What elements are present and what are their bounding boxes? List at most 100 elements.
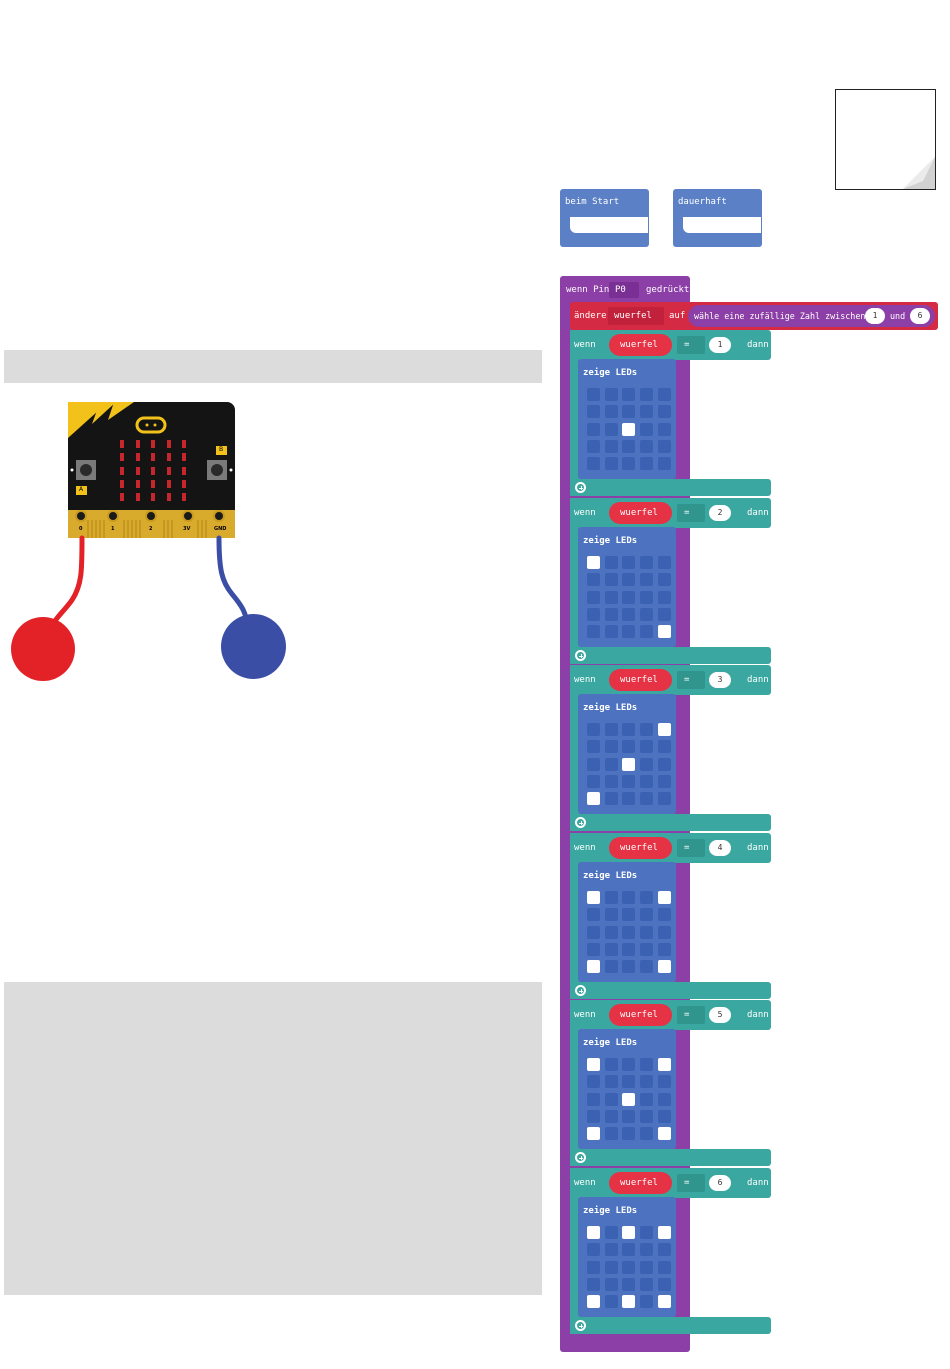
- led-off[interactable]: [640, 1243, 654, 1257]
- led-off[interactable]: [657, 607, 671, 621]
- led-off[interactable]: [587, 1243, 600, 1257]
- led-off[interactable]: [640, 573, 654, 587]
- compare-value-input[interactable]: 2: [709, 505, 731, 521]
- led-off[interactable]: [622, 908, 636, 922]
- led-on[interactable]: [622, 757, 636, 771]
- led-off[interactable]: [587, 405, 600, 419]
- led-off[interactable]: [604, 942, 618, 956]
- led-on[interactable]: [657, 1295, 671, 1309]
- forever-block[interactable]: dauerhaft: [673, 189, 762, 247]
- led-on[interactable]: [657, 723, 671, 736]
- led-off[interactable]: [604, 1127, 618, 1141]
- led-off[interactable]: [657, 1109, 671, 1123]
- led-off[interactable]: [640, 757, 654, 771]
- led-off[interactable]: [622, 439, 636, 453]
- led-off[interactable]: [587, 590, 600, 604]
- led-off[interactable]: [657, 1075, 671, 1089]
- led-on[interactable]: [587, 556, 600, 569]
- led-off[interactable]: [640, 1295, 654, 1309]
- compare-operator-slot[interactable]: [677, 1174, 705, 1192]
- led-off[interactable]: [657, 573, 671, 587]
- led-off[interactable]: [604, 439, 618, 453]
- add-else-icon[interactable]: [575, 817, 586, 828]
- compare-value-input[interactable]: 3: [709, 672, 731, 688]
- led-off[interactable]: [604, 960, 618, 974]
- led-off[interactable]: [622, 1277, 636, 1291]
- led-off[interactable]: [622, 942, 636, 956]
- led-off[interactable]: [657, 422, 671, 436]
- led-off[interactable]: [587, 439, 600, 453]
- led-off[interactable]: [622, 405, 636, 419]
- led-off[interactable]: [587, 757, 600, 771]
- led-off[interactable]: [657, 942, 671, 956]
- led-off[interactable]: [657, 740, 671, 754]
- led-off[interactable]: [604, 792, 618, 806]
- led-off[interactable]: [657, 792, 671, 806]
- led-off[interactable]: [604, 723, 618, 736]
- led-off[interactable]: [604, 1109, 618, 1123]
- random-min-input[interactable]: 1: [865, 308, 885, 324]
- led-off[interactable]: [622, 556, 636, 569]
- led-off[interactable]: [604, 1058, 618, 1071]
- led-off[interactable]: [604, 774, 618, 788]
- led-on[interactable]: [657, 891, 671, 904]
- led-off[interactable]: [640, 625, 654, 639]
- led-off[interactable]: [587, 740, 600, 754]
- led-on[interactable]: [657, 1058, 671, 1071]
- led-off[interactable]: [657, 1277, 671, 1291]
- led-off[interactable]: [622, 607, 636, 621]
- led-off[interactable]: [604, 757, 618, 771]
- led-off[interactable]: [640, 1109, 654, 1123]
- compare-variable[interactable]: [609, 1172, 672, 1194]
- led-off[interactable]: [622, 625, 636, 639]
- led-off[interactable]: [587, 908, 600, 922]
- led-off[interactable]: [640, 607, 654, 621]
- led-off[interactable]: [657, 457, 671, 471]
- led-off[interactable]: [640, 1260, 654, 1274]
- compare-variable[interactable]: [609, 669, 672, 691]
- led-off[interactable]: [657, 590, 671, 604]
- led-off[interactable]: [604, 422, 618, 436]
- led-off[interactable]: [657, 757, 671, 771]
- led-off[interactable]: [640, 1092, 654, 1106]
- add-else-icon[interactable]: [575, 1320, 586, 1331]
- led-off[interactable]: [640, 723, 654, 736]
- led-off[interactable]: [587, 1277, 600, 1291]
- led-on[interactable]: [657, 1127, 671, 1141]
- led-off[interactable]: [604, 556, 618, 569]
- add-else-icon[interactable]: [575, 482, 586, 493]
- led-off[interactable]: [640, 439, 654, 453]
- led-off[interactable]: [587, 1092, 600, 1106]
- led-off[interactable]: [622, 925, 636, 939]
- led-off[interactable]: [640, 774, 654, 788]
- led-off[interactable]: [622, 740, 636, 754]
- led-off[interactable]: [587, 457, 600, 471]
- led-off[interactable]: [604, 1092, 618, 1106]
- compare-variable[interactable]: [609, 837, 672, 859]
- led-off[interactable]: [604, 908, 618, 922]
- led-off[interactable]: [657, 556, 671, 569]
- led-off[interactable]: [587, 607, 600, 621]
- led-off[interactable]: [587, 422, 600, 436]
- led-off[interactable]: [604, 1295, 618, 1309]
- led-off[interactable]: [640, 405, 654, 419]
- led-on[interactable]: [622, 422, 636, 436]
- led-on[interactable]: [622, 1295, 636, 1309]
- led-off[interactable]: [587, 942, 600, 956]
- led-off[interactable]: [657, 908, 671, 922]
- led-off[interactable]: [622, 792, 636, 806]
- led-off[interactable]: [587, 723, 600, 736]
- led-off[interactable]: [622, 1243, 636, 1257]
- led-off[interactable]: [640, 740, 654, 754]
- led-off[interactable]: [604, 590, 618, 604]
- add-else-icon[interactable]: [575, 1152, 586, 1163]
- led-off[interactable]: [640, 792, 654, 806]
- led-on[interactable]: [587, 792, 600, 806]
- on-start-block[interactable]: beim Start: [560, 189, 649, 247]
- led-off[interactable]: [622, 590, 636, 604]
- led-off[interactable]: [604, 891, 618, 904]
- compare-variable[interactable]: [609, 502, 672, 524]
- led-off[interactable]: [657, 1260, 671, 1274]
- add-else-icon[interactable]: [575, 650, 586, 661]
- led-off[interactable]: [604, 405, 618, 419]
